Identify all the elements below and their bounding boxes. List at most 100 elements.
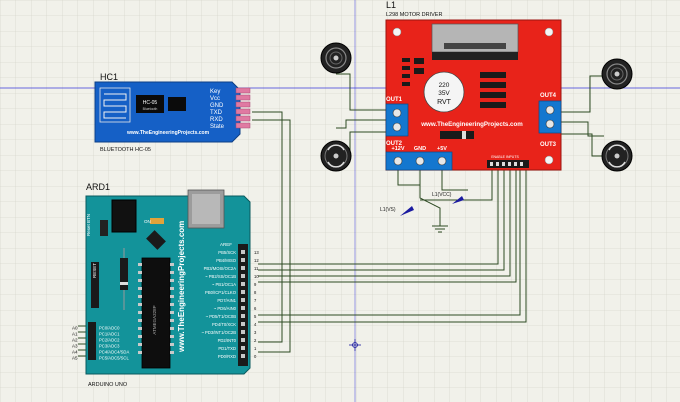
digital-pin[interactable] — [241, 250, 245, 254]
out1-out2-terminal[interactable] — [385, 103, 409, 137]
wire-in3[interactable] — [258, 168, 511, 277]
analog-pin-label: PC4/ADC4/SDA — [99, 350, 129, 355]
probe-vcc[interactable]: L1(VCC) — [432, 192, 464, 204]
wire-in4[interactable] — [258, 168, 517, 283]
digital-pin-number: 10 — [254, 274, 259, 279]
antenna-trace — [99, 87, 131, 123]
power-5v-label: +5V — [437, 146, 447, 152]
digital-pin-number: 9 — [254, 282, 257, 287]
terminal-screw — [393, 156, 403, 166]
arduino-site: www.TheEngineeringProjects.com — [177, 221, 186, 353]
digital-pin[interactable] — [241, 266, 245, 270]
hc05-pin-vcc: Vcc — [210, 96, 220, 102]
on-label: ON — [144, 219, 151, 224]
digital-pin-number: 13 — [254, 250, 259, 255]
digital-pin-number: 0 — [254, 354, 257, 359]
digital-pin-number: 7 — [254, 298, 257, 303]
analog-header[interactable] — [88, 322, 96, 360]
out4-label: OUT4 — [540, 93, 557, 99]
hc05-chip-label: HC-05 — [143, 100, 158, 106]
wire-enable-loop[interactable] — [420, 168, 493, 201]
terminal-screw — [415, 156, 425, 166]
diode — [120, 258, 128, 290]
hc05-pin-state: State — [210, 124, 225, 130]
wire-m1a[interactable] — [336, 73, 388, 111]
crosshair-icon — [349, 339, 361, 351]
digital-pin[interactable] — [241, 258, 245, 262]
hc05-chip — [136, 95, 164, 113]
hc1-sub-label: BLUETOOTH HC-05 — [100, 147, 151, 153]
digital-pin-label: PD7/AIN1 — [217, 298, 236, 303]
analog-pin-name: A2 — [72, 338, 78, 343]
wire-gnd[interactable] — [419, 148, 441, 226]
on-led — [150, 218, 164, 224]
analog-pin-name: A4 — [72, 350, 78, 355]
wires — [78, 73, 604, 357]
hc05-module[interactable]: HC1 HC-05 Bluetooth www.TheEngineeringPr… — [94, 72, 251, 153]
heatsink-base — [432, 52, 518, 60]
digital-pin-number: 4 — [254, 322, 257, 327]
wire-m1b[interactable] — [336, 119, 388, 129]
digital-pin[interactable] — [241, 298, 245, 302]
hc05-chip-sub: Bluetooth — [143, 107, 158, 111]
analog-pin-name: A5 — [72, 356, 78, 361]
driver-components — [402, 58, 506, 108]
digital-pin-label: ~ PB2/SS/OC1B — [205, 274, 236, 279]
wire-en-b[interactable] — [258, 168, 527, 323]
wire-in1[interactable] — [258, 168, 499, 265]
wire-m3b[interactable] — [560, 121, 604, 137]
terminal-screw — [392, 108, 402, 118]
wire-en-a[interactable] — [258, 168, 521, 316]
out2-label: OUT2 — [386, 141, 403, 147]
digital-pin-number: 1 — [254, 346, 257, 351]
ground-icon — [432, 225, 448, 233]
digital-pin[interactable] — [241, 306, 245, 310]
analog-pin-label: PC3/ADC3 — [99, 344, 120, 349]
capacitor-icon — [423, 71, 465, 113]
digital-pin-label: PB4/MISO — [216, 258, 237, 263]
digital-pin[interactable] — [241, 338, 245, 342]
wire-rxd[interactable] — [252, 119, 291, 353]
motor-2[interactable] — [320, 140, 352, 172]
motor-3[interactable] — [601, 58, 633, 90]
probe-arrow-icon — [400, 206, 414, 216]
power-jack-icon — [111, 199, 137, 233]
wire-m3a[interactable] — [560, 75, 604, 113]
motor-4[interactable] — [601, 140, 633, 172]
l298-driver[interactable]: L1 L298 MOTOR DRIVER 220 35V RVT www.The… — [385, 0, 562, 171]
ard-ref-label: ARD1 — [86, 182, 110, 192]
hc05-pin-key: Key — [210, 89, 220, 95]
digital-pin[interactable] — [241, 314, 245, 318]
digital-pin[interactable] — [241, 290, 245, 294]
wire-in2[interactable] — [258, 168, 505, 271]
digital-pin-label: PD4/T0/XCK — [212, 322, 236, 327]
power-header[interactable] — [91, 262, 99, 308]
digital-pin[interactable] — [241, 354, 245, 358]
digital-pin-label: ~ PD3/INT1/OC2B — [201, 330, 236, 335]
chip-pins — [138, 263, 174, 354]
digital-pin[interactable] — [241, 274, 245, 278]
out3-out4-terminal[interactable] — [538, 100, 562, 134]
wire-m4[interactable] — [560, 133, 604, 157]
digital-pin[interactable] — [241, 346, 245, 350]
motor-1[interactable] — [320, 42, 352, 74]
hc05-pin-txd: TXD — [210, 110, 223, 116]
reset-button[interactable] — [100, 220, 108, 236]
digital-pin[interactable] — [241, 282, 245, 286]
digital-pin[interactable] — [241, 322, 245, 326]
wire-txd[interactable] — [252, 111, 283, 343]
antenna-zigzag — [103, 93, 127, 119]
crystal — [146, 230, 166, 250]
hc05-pin-gnd: GND — [210, 103, 224, 109]
probe-vs[interactable]: L1(VS) — [380, 206, 414, 216]
reset-btn-label: Reset BTN — [86, 214, 91, 236]
terminal-screw — [437, 156, 447, 166]
digital-pin-label: PB3/MOSI/OC2A — [204, 266, 237, 271]
digital-pin-number: 11 — [254, 266, 259, 271]
digital-header[interactable] — [238, 244, 248, 366]
analog-pin-name: A3 — [72, 344, 78, 349]
arduino-uno[interactable]: ARD1 Reset BTN ON RESET ATMEGA328P — [72, 182, 259, 388]
digital-pin[interactable] — [241, 330, 245, 334]
